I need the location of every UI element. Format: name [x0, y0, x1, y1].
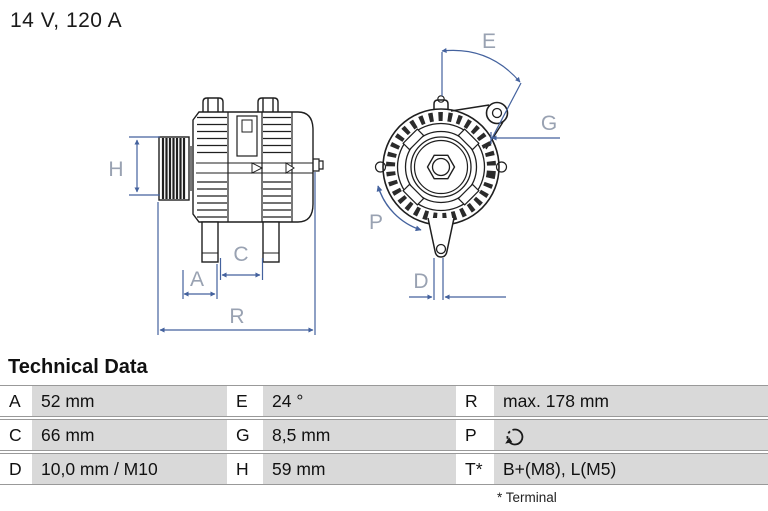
cooling-fins — [263, 116, 291, 218]
rotation-direction-clockwise-icon — [505, 428, 524, 445]
param-label: T* — [456, 454, 494, 484]
table-row: C 66 mm G 8,5 mm P — [0, 419, 768, 451]
param-label: G — [227, 420, 263, 450]
param-label: E — [227, 386, 263, 416]
param-value: 8,5 mm — [263, 420, 456, 450]
dim-label-E: E — [482, 30, 496, 53]
table-row: A 52 mm E 24 ° R max. 178 mm — [0, 385, 768, 417]
bottom-mounting-lug — [427, 217, 455, 258]
param-value: 59 mm — [263, 454, 456, 484]
param-label: P — [456, 420, 494, 450]
terminal-stud — [313, 158, 324, 172]
table-row: D 10,0 mm / M10 H 59 mm T* B+(M8), L(M5) — [0, 453, 768, 485]
param-value — [494, 420, 768, 450]
dim-label-R: R — [229, 305, 244, 328]
alternator-technical-drawing: H A C R E G P D — [108, 30, 560, 335]
dimension-labels: H A C R E G P D — [108, 30, 557, 328]
dim-label-P: P — [369, 211, 383, 234]
param-label: R — [456, 386, 494, 416]
pulley — [158, 136, 192, 201]
dim-label-C: C — [233, 243, 248, 266]
vent-slots-ring — [386, 112, 496, 222]
param-label: D — [0, 454, 32, 484]
top-lug — [433, 99, 449, 110]
dim-label-G: G — [541, 112, 557, 135]
param-label: A — [0, 386, 32, 416]
housing-front-circle — [382, 108, 500, 226]
param-value: B+(M8), L(M5) — [494, 454, 768, 484]
dim-label-A: A — [190, 268, 204, 291]
technical-data-title: Technical Data — [8, 356, 148, 378]
param-value: 24 ° — [263, 386, 456, 416]
param-label: H — [227, 454, 263, 484]
param-value: 52 mm — [32, 386, 227, 416]
alternator-front-view — [374, 95, 509, 258]
terminal-footnote: * Terminal — [497, 490, 557, 505]
param-value: 10,0 mm / M10 — [32, 454, 227, 484]
alternator-side-view — [158, 97, 324, 263]
through-bolt-tab — [257, 97, 279, 112]
dim-label-H: H — [108, 158, 123, 181]
through-bolt-tab — [202, 97, 224, 112]
param-value: 66 mm — [32, 420, 227, 450]
param-value: max. 178 mm — [494, 386, 768, 416]
housing-outline — [192, 111, 314, 223]
adjusting-arm-boss — [485, 101, 509, 125]
param-label: C — [0, 420, 32, 450]
voltage-amperage-rating: 14 V, 120 A — [10, 9, 123, 32]
dimension-lines — [129, 48, 560, 335]
mounting-legs — [201, 221, 280, 263]
dim-label-D: D — [413, 270, 428, 293]
shaft-nut — [426, 154, 456, 180]
cooling-fins — [197, 116, 227, 218]
technical-data-table: A 52 mm E 24 ° R max. 178 mm C 66 mm G 8… — [0, 385, 768, 487]
